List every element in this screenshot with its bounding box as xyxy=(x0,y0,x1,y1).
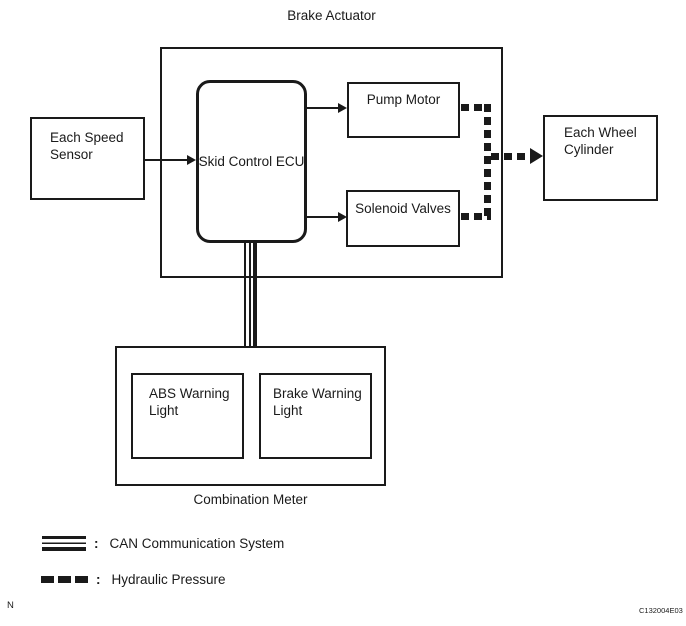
combination-meter-box xyxy=(115,346,386,486)
hydraulic-line-to-wheel xyxy=(491,153,531,160)
abs-warning-light-box: ABS Warning Light xyxy=(131,373,244,459)
legend-hydraulic-colon: : xyxy=(96,572,101,587)
wheel-cylinder-label: Each Wheel Cylinder xyxy=(564,125,637,157)
legend-can-label: CAN Communication System xyxy=(109,536,285,551)
arrow-speed-to-ecu-arrowhead-icon xyxy=(187,155,196,165)
skid-control-ecu-label: Skid Control ECU xyxy=(198,154,305,169)
arrow-ecu-to-solenoid-arrowhead-icon xyxy=(338,212,347,222)
legend-can-colon: : xyxy=(94,536,99,551)
hydraulic-arrowhead-icon xyxy=(530,148,543,164)
wheel-cylinder-box: Each Wheel Cylinder xyxy=(543,115,658,201)
arrow-speed-to-ecu-line xyxy=(145,159,188,161)
pump-motor-label: Pump Motor xyxy=(366,92,441,107)
page-marker: N xyxy=(7,600,14,611)
brake-actuator-boundary-box xyxy=(160,47,503,278)
legend-can-row: : CAN Communication System xyxy=(42,536,284,551)
brake-warning-light-box: Brake Warning Light xyxy=(259,373,372,459)
can-line-icon xyxy=(42,536,86,551)
solenoid-valves-box: Solenoid Valves xyxy=(346,190,460,247)
figure-code: C132004E03 xyxy=(639,606,683,615)
arrow-ecu-to-solenoid-line xyxy=(307,216,339,218)
speed-sensor-label: Each Speed Sensor xyxy=(50,130,124,162)
hydraulic-line-vertical xyxy=(484,104,491,221)
arrow-ecu-to-pump-line xyxy=(307,107,339,109)
brake-warning-light-label: Brake Warning Light xyxy=(273,386,362,418)
hydraulic-line-pump xyxy=(461,104,491,111)
arrow-ecu-to-pump-arrowhead-icon xyxy=(338,103,347,113)
hydraulic-dash-icon xyxy=(41,576,88,583)
skid-control-ecu-box: Skid Control ECU xyxy=(196,80,307,243)
abs-warning-light-label: ABS Warning Light xyxy=(149,386,230,418)
diagram-title: Brake Actuator xyxy=(287,8,376,23)
pump-motor-box: Pump Motor xyxy=(347,82,460,138)
speed-sensor-box: Each Speed Sensor xyxy=(30,117,145,200)
legend-hydraulic-row: : Hydraulic Pressure xyxy=(41,572,226,587)
hydraulic-line-solenoid xyxy=(461,213,491,220)
legend-hydraulic-label: Hydraulic Pressure xyxy=(111,572,226,587)
combination-meter-label: Combination Meter xyxy=(193,492,308,507)
solenoid-valves-label: Solenoid Valves xyxy=(355,201,451,216)
can-bus-line xyxy=(244,242,257,347)
